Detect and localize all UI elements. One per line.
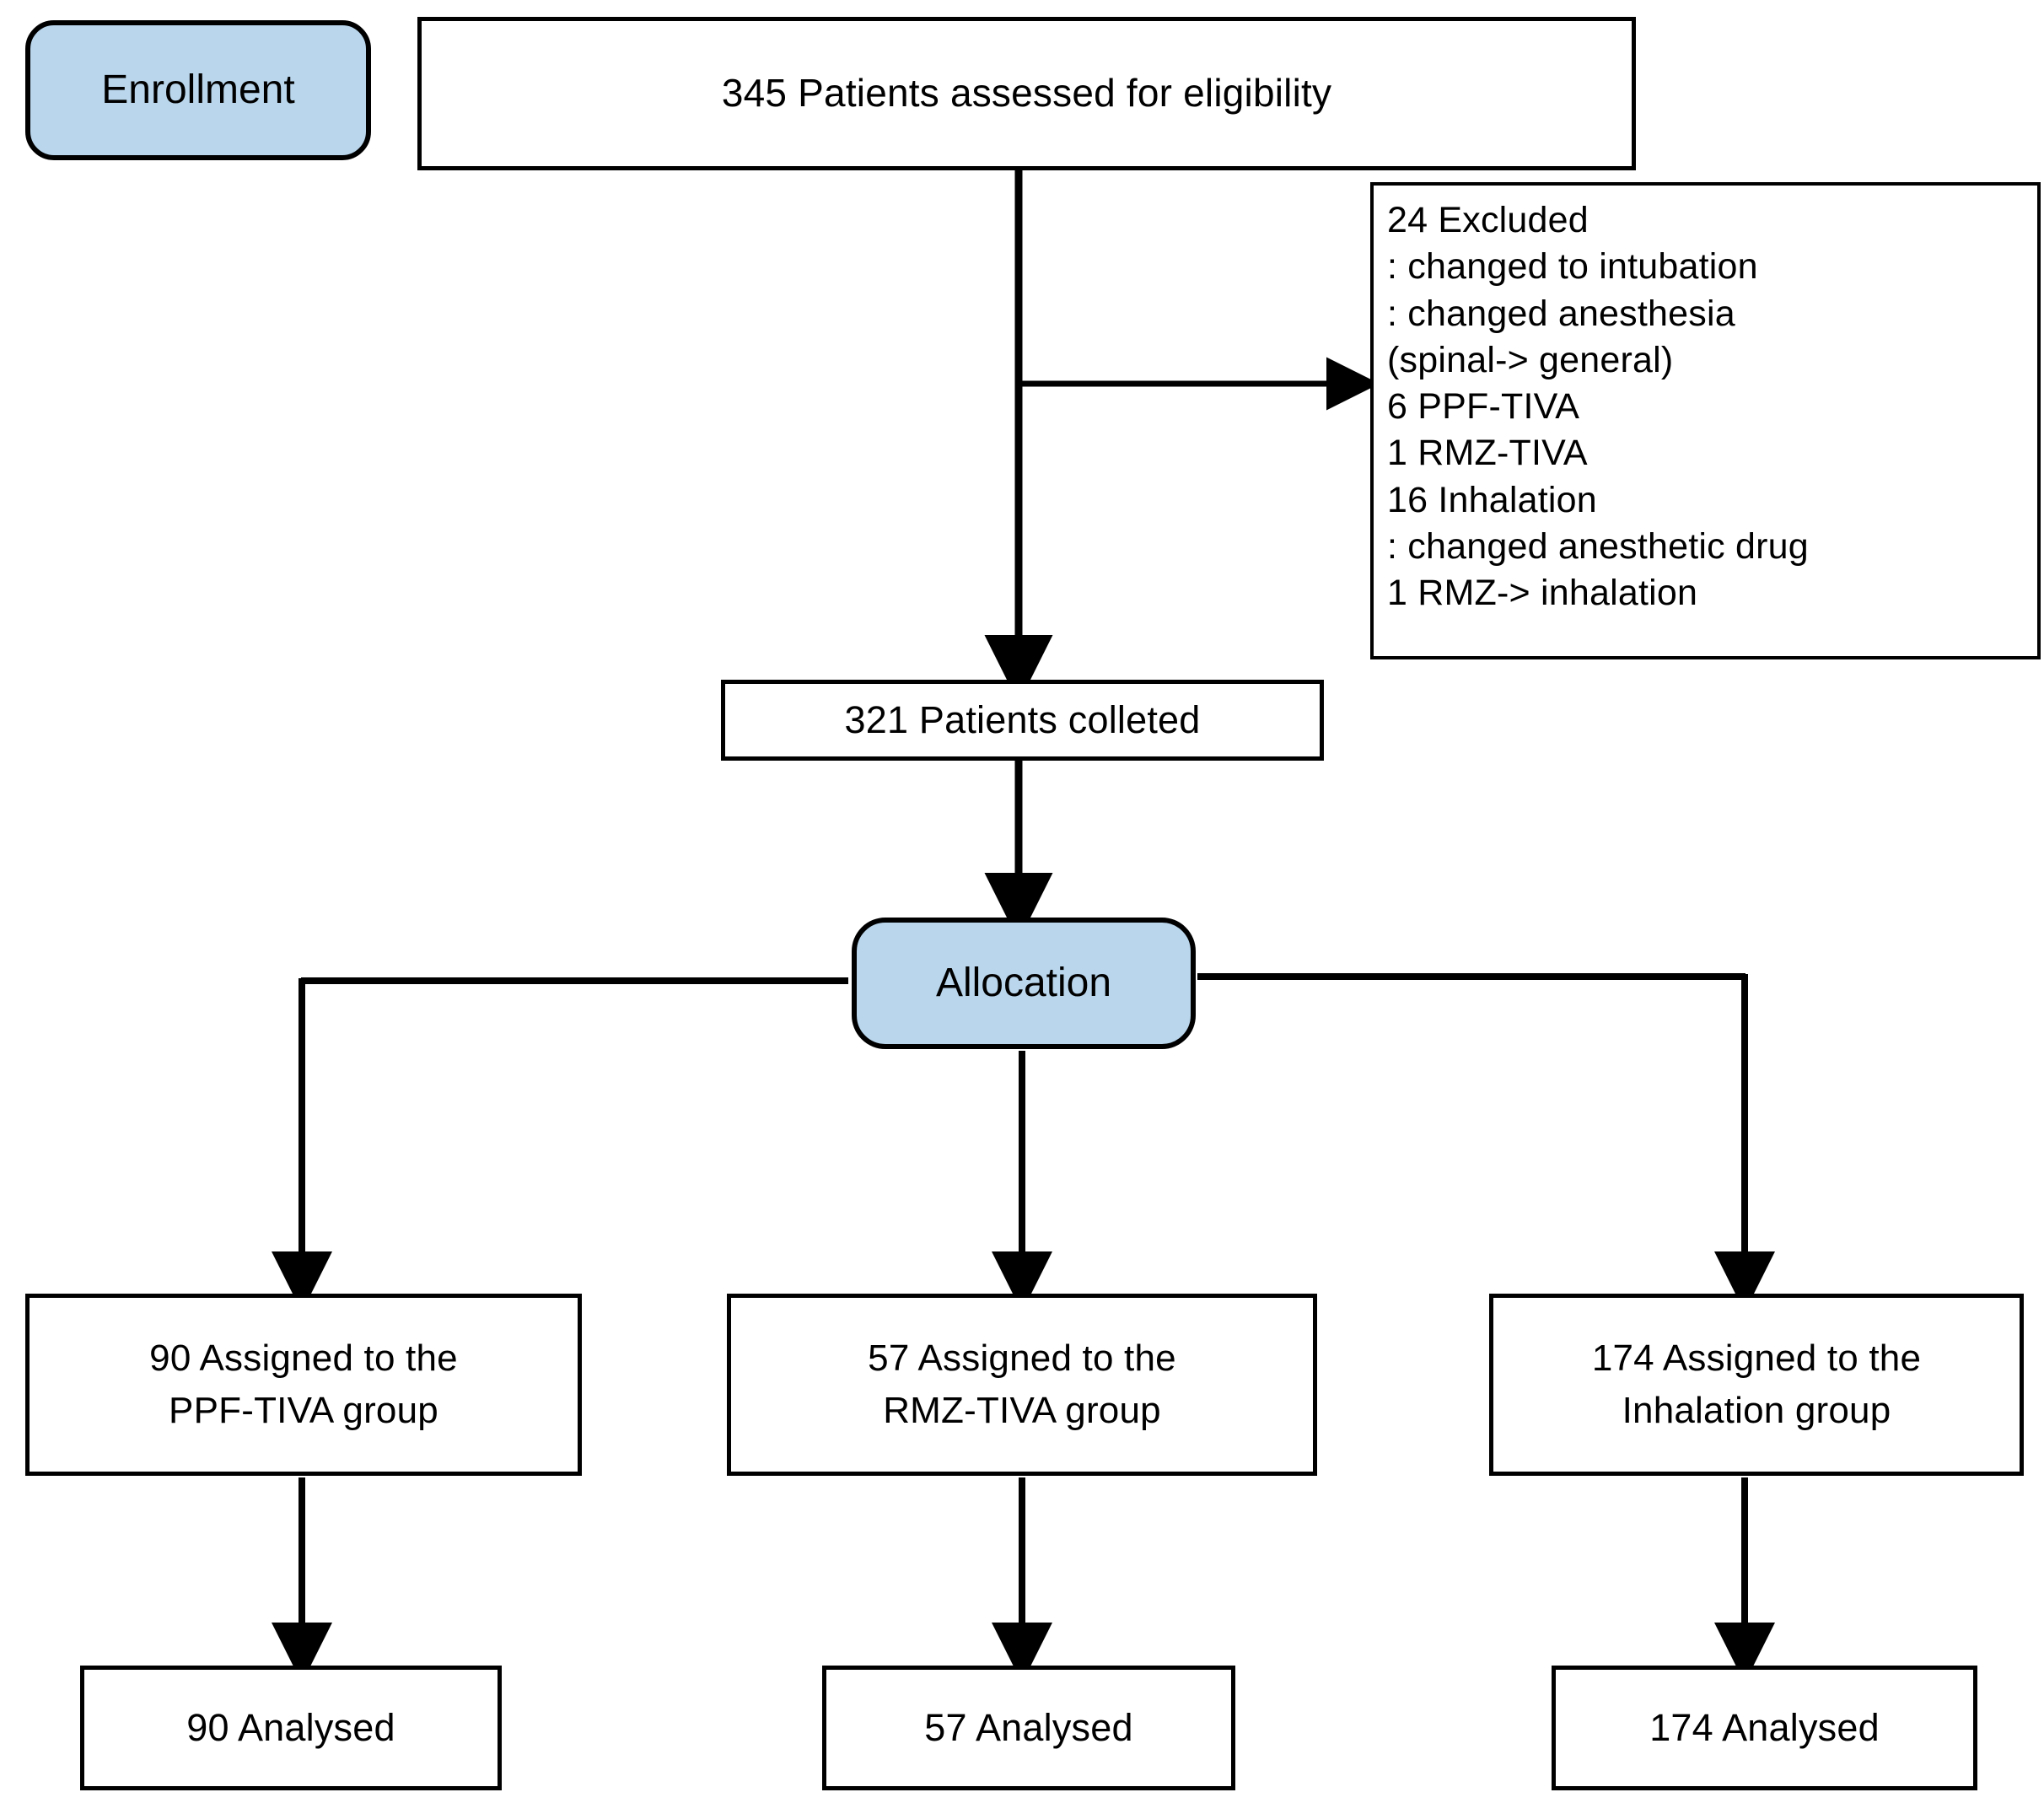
node-assigned-rmz-tiva: 57 Assigned to the RMZ-TIVA group	[727, 1294, 1317, 1476]
stage-label-allocation: Allocation	[852, 918, 1196, 1049]
collected-text: 321 Patients colleted	[844, 697, 1201, 741]
analysed-rmz-text: 57 Analysed	[924, 1705, 1133, 1749]
assigned-inhalation-text: 174 Assigned to the Inhalation group	[1591, 1337, 1922, 1431]
excluded-text: 24 Excluded : changed to intubation : ch…	[1387, 200, 1809, 613]
stage-label-enrollment: Enrollment	[25, 20, 371, 160]
assigned-ppf-text: 90 Assigned to the PPF-TIVA group	[149, 1337, 458, 1431]
node-excluded: 24 Excluded : changed to intubation : ch…	[1370, 182, 2041, 659]
node-patients-collected: 321 Patients colleted	[721, 680, 1324, 761]
allocation-label-text: Allocation	[935, 961, 1112, 1006]
node-assigned-inhalation: 174 Assigned to the Inhalation group	[1489, 1294, 2024, 1476]
enrollment-label-text: Enrollment	[101, 67, 295, 113]
node-assigned-ppf-tiva: 90 Assigned to the PPF-TIVA group	[25, 1294, 582, 1476]
node-analysed-ppf-tiva: 90 Analysed	[80, 1666, 502, 1790]
node-analysed-rmz-tiva: 57 Analysed	[822, 1666, 1235, 1790]
node-assessed-for-eligibility: 345 Patients assessed for eligibility	[417, 17, 1636, 170]
node-analysed-inhalation: 174 Analysed	[1552, 1666, 1977, 1790]
assigned-rmz-text: 57 Assigned to the RMZ-TIVA group	[868, 1337, 1176, 1431]
analysed-ppf-text: 90 Analysed	[186, 1705, 395, 1749]
assessed-text: 345 Patients assessed for eligibility	[721, 71, 1332, 116]
analysed-inhalation-text: 174 Analysed	[1649, 1705, 1880, 1749]
